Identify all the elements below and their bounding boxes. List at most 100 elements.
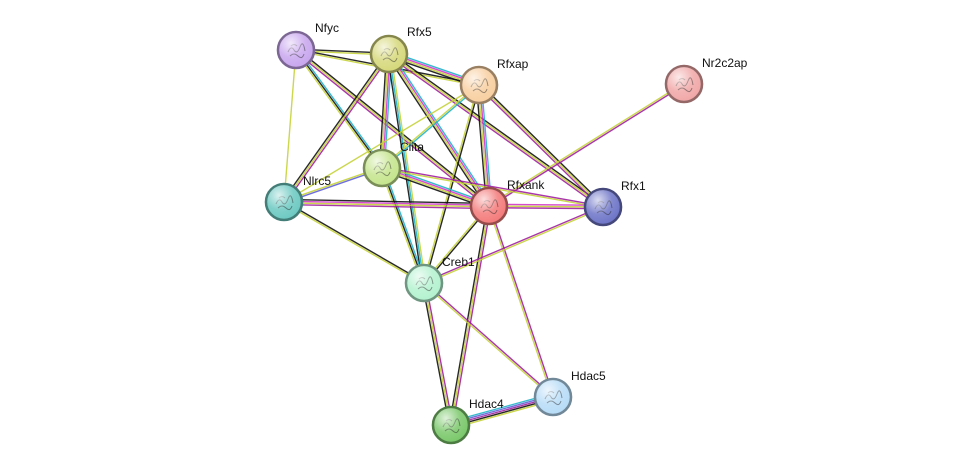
edge-evidence-line: [424, 282, 454, 425]
edge-rfx5-nlrc5: [282, 52, 391, 204]
edge-evidence-line: [382, 85, 481, 170]
edge-evidence-line: [283, 49, 297, 203]
node-highlight: [586, 190, 620, 224]
edge-evidence-line: [296, 48, 384, 168]
edge-evidence-line: [283, 84, 480, 203]
edge-rfxap-ciita: [380, 83, 481, 170]
edge-evidence-line: [295, 49, 383, 169]
edge-evidence-line: [284, 54, 391, 204]
node-label: Ciita: [400, 140, 424, 154]
node-hdac5[interactable]: Hdac5: [533, 369, 606, 417]
node-rfxank[interactable]: Rfxank: [469, 178, 545, 226]
edge-rfxap-creb1: [422, 84, 481, 284]
node-nlrc5[interactable]: Nlrc5: [264, 174, 331, 222]
node-label: Rfx1: [621, 179, 646, 193]
edge-evidence-line: [284, 200, 425, 283]
edge-evidence-line: [448, 205, 489, 425]
edge-rfxank-hdac5: [487, 205, 555, 398]
edge-evidence-line: [296, 48, 491, 206]
node-highlight: [365, 151, 399, 185]
edge-evidence-line: [389, 52, 605, 207]
edge-evidence-line: [283, 203, 489, 210]
node-label: Nfyc: [315, 21, 339, 35]
edge-rfx1-creb1: [423, 205, 604, 285]
node-highlight: [462, 68, 496, 102]
node-highlight: [472, 189, 506, 223]
edge-evidence-line: [284, 200, 490, 206]
node-rfx5[interactable]: Rfx5: [369, 25, 432, 74]
edge-nlrc5-creb1: [283, 200, 425, 285]
edge-evidence-line: [283, 53, 390, 203]
edge-evidence-line: [475, 85, 488, 207]
node-label: Nr2c2ap: [702, 56, 748, 70]
edge-evidence-line: [380, 83, 479, 168]
edge-evidence-line: [387, 54, 603, 209]
node-highlight: [407, 266, 441, 300]
node-highlight: [667, 67, 701, 101]
edge-evidence-line: [421, 283, 451, 426]
edge-evidence-line: [382, 167, 427, 283]
node-nfyc[interactable]: Nfyc: [276, 21, 339, 70]
node-highlight: [372, 37, 406, 71]
node-rfx1[interactable]: Rfx1: [583, 179, 646, 227]
edge-rfxap-rfx1: [477, 83, 605, 209]
edge-ciita-creb1: [379, 167, 427, 284]
node-rfxap[interactable]: Rfxap: [459, 57, 529, 105]
edge-evidence-line: [424, 281, 555, 397]
edge-evidence-line: [450, 205, 490, 426]
edge-evidence-line: [423, 282, 452, 426]
edge-nfyc-ciita: [294, 48, 384, 170]
edge-evidence-line: [479, 83, 605, 207]
edge-evidence-line: [478, 84, 604, 208]
edge-evidence-line: [381, 167, 425, 284]
edge-evidence-line: [422, 283, 553, 399]
edge-evidence-line: [294, 50, 382, 170]
edge-nr2c2ap-rfxank: [488, 82, 685, 208]
edge-evidence-line: [389, 53, 427, 283]
edge-nfyc-nlrc5: [283, 49, 297, 203]
node-highlight: [267, 185, 301, 219]
edge-rfx5-creb1: [386, 53, 427, 284]
node-label: Rfxank: [507, 178, 545, 192]
edge-evidence-line: [424, 85, 481, 284]
edge-evidence-line: [487, 206, 553, 398]
edge-evidence-line: [489, 205, 555, 397]
node-ciita[interactable]: Ciita: [362, 140, 424, 188]
edge-evidence-line: [388, 53, 604, 208]
edge-evidence-line: [387, 54, 489, 207]
node-hdac4[interactable]: Hdac4: [431, 397, 504, 445]
node-label: Nlrc5: [303, 174, 331, 188]
edge-evidence-line: [390, 52, 492, 205]
node-label: Rfxap: [497, 57, 529, 71]
node-highlight: [536, 380, 570, 414]
edge-rfx5-rfx1: [387, 52, 605, 209]
edge-evidence-line: [424, 207, 604, 285]
node-label: Rfx5: [407, 25, 432, 39]
edge-creb1-hdac4: [421, 282, 454, 426]
edge-evidence-line: [282, 52, 389, 202]
edge-evidence-line: [386, 54, 424, 284]
edge-evidence-line: [388, 53, 425, 284]
node-label: Creb1: [442, 255, 475, 269]
edge-layer: [282, 48, 685, 429]
edge-evidence-line: [284, 198, 490, 205]
node-label: Hdac4: [469, 397, 504, 411]
node-highlight: [434, 408, 468, 442]
edge-evidence-line: [477, 85, 603, 209]
edge-evidence-line: [489, 84, 685, 208]
edge-creb1-hdac5: [422, 281, 555, 399]
edge-evidence-line: [423, 205, 603, 283]
node-highlight: [279, 33, 313, 67]
edge-evidence-line: [283, 202, 489, 208]
edge-evidence-line: [451, 206, 492, 426]
edge-evidence-line: [422, 84, 479, 283]
edge-rfxank-nlrc5: [283, 198, 490, 210]
node-label: Hdac5: [571, 369, 606, 383]
edge-evidence-line: [379, 168, 424, 284]
node-creb1[interactable]: Creb1: [404, 255, 475, 303]
node-nr2c2ap[interactable]: Nr2c2ap: [664, 56, 748, 104]
edge-evidence-line: [283, 202, 424, 285]
edge-evidence-line: [389, 53, 491, 206]
